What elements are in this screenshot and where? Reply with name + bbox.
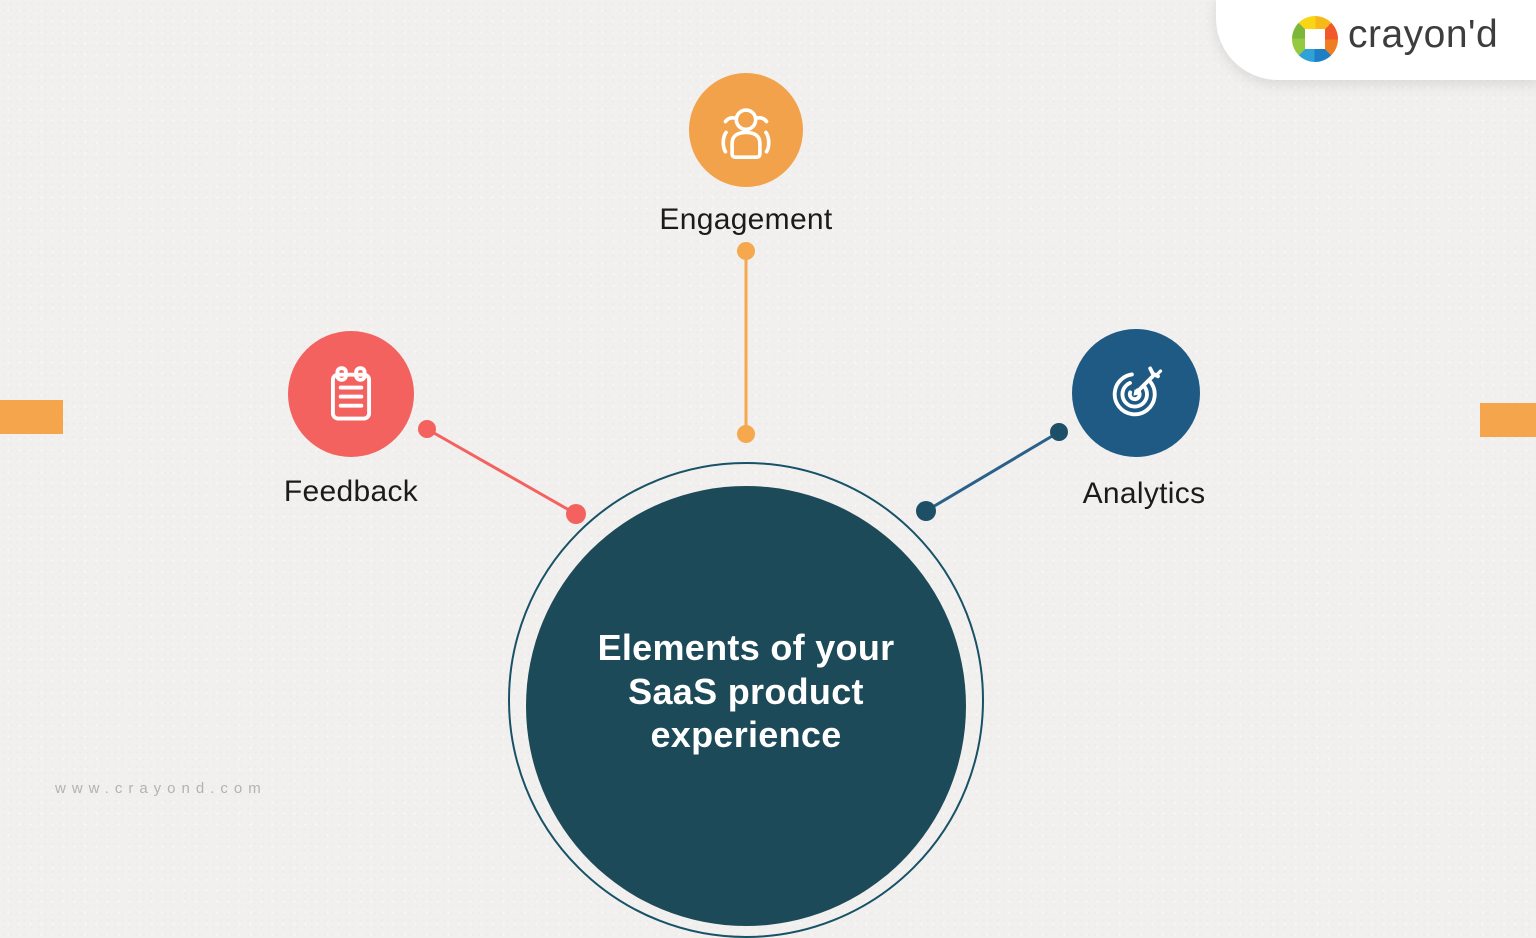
connector-lines xyxy=(418,242,1068,524)
page-title-line-3: experience xyxy=(650,714,842,755)
feedback-connector-dot-inner xyxy=(566,504,586,524)
feedback-connector-dot-outer xyxy=(418,420,436,438)
center-circle: Elements of your SaaS product experience xyxy=(526,486,966,926)
analytics-connector-dot-outer xyxy=(1050,423,1068,441)
clipboard-icon xyxy=(320,363,382,425)
target-icon xyxy=(1105,362,1167,424)
left-accent-bar xyxy=(0,400,63,434)
page-title-line-1: Elements of your xyxy=(597,627,895,668)
feedback-label: Feedback xyxy=(283,475,419,508)
brand-card: crayon'd xyxy=(1216,0,1536,80)
page-title: Elements of your SaaS product experience xyxy=(598,626,895,757)
right-accent-bar xyxy=(1480,403,1536,437)
feedback-connector xyxy=(418,420,586,524)
analytics-label: Analytics xyxy=(1082,477,1206,510)
website-url: www.crayond.com xyxy=(55,780,267,797)
pinwheel-logo-icon xyxy=(1292,16,1338,62)
engagement-connector-dot-bottom xyxy=(737,425,755,443)
analytics-connector-dot-inner xyxy=(916,501,936,521)
engagement-connector-dot-top xyxy=(737,242,755,260)
engagement-node xyxy=(689,73,803,187)
analytics-connector xyxy=(916,423,1068,521)
engagement-connector xyxy=(737,242,755,443)
brand-wordmark: crayon'd xyxy=(1348,13,1499,56)
page-title-line-2: SaaS product xyxy=(628,670,864,712)
feedback-node xyxy=(288,331,414,457)
analytics-node xyxy=(1072,329,1200,457)
engagement-label: Engagement xyxy=(659,203,833,236)
people-icon xyxy=(717,101,775,159)
